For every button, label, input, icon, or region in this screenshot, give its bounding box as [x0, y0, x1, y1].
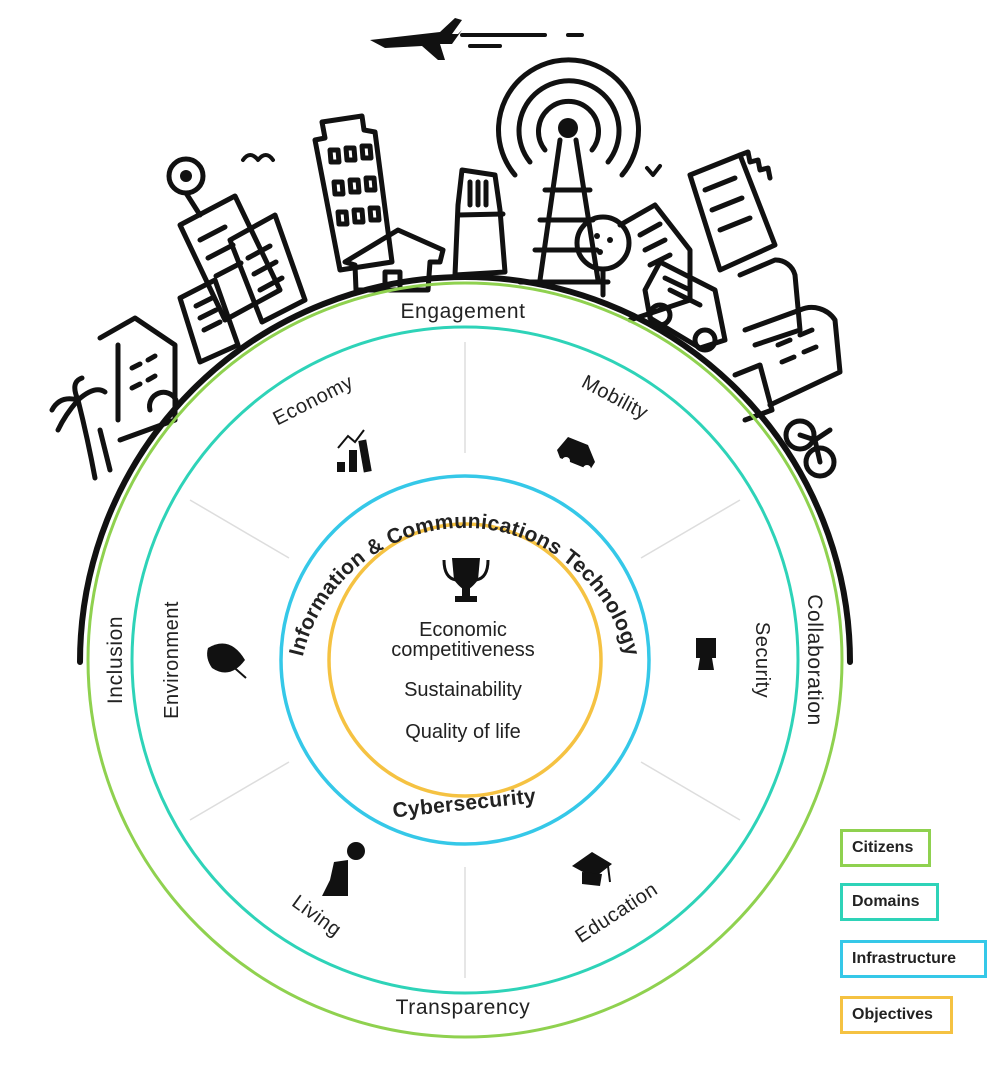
city-skyline-illustration [49, 18, 853, 665]
legend-objectives: Objectives [840, 996, 953, 1034]
objective-quality-of-life-label: Quality of life [405, 721, 521, 743]
house-icon [342, 227, 446, 293]
domain-mobility-label: Mobility [578, 371, 652, 424]
building-icon [732, 304, 843, 423]
objective-economic-label: Economic [419, 619, 507, 641]
building-icon [617, 149, 803, 348]
domain-dividers [189, 342, 741, 978]
radio-tower-icon [496, 57, 641, 285]
legend-citizens: Citizens [840, 829, 931, 867]
trophy-icon [442, 558, 490, 602]
cctv-camera-icon [696, 638, 716, 670]
bar-chart-growth-icon [337, 429, 372, 473]
building-icon [97, 315, 179, 443]
building-icon [452, 167, 508, 278]
building-icon [312, 113, 395, 273]
citizens-collaboration-label: Collaboration [803, 594, 826, 726]
bird-icon [241, 153, 275, 162]
ground-arc [77, 274, 853, 665]
citizens-engagement-label: Engagement [400, 300, 525, 323]
domain-living-label: Living [288, 891, 346, 941]
domain-environment-label: Environment [161, 601, 183, 719]
citizens-inclusion-label: Inclusion [104, 616, 127, 704]
citizens-transparency-label: Transparency [396, 996, 531, 1019]
infrastructure-cybersecurity-label: Cybersecurity [392, 785, 538, 823]
infrastructure-ring [279, 474, 651, 846]
bird-icon [645, 164, 662, 177]
citizens-ring [86, 281, 844, 1039]
graduation-cap-icon [572, 852, 612, 886]
building-icon [166, 156, 308, 365]
domain-security-label: Security [751, 622, 773, 698]
bus-icon [642, 259, 728, 353]
car-icon [557, 437, 595, 473]
objective-competitiveness-label: competitiveness [391, 639, 534, 661]
tree-icon [574, 214, 632, 298]
objective-sustainability-label: Sustainability [404, 679, 522, 701]
airplane-icon [370, 18, 584, 60]
person-icon [322, 842, 365, 896]
bicycle-icon [783, 418, 837, 479]
domains-ring [130, 325, 800, 995]
legend-domains: Domains [840, 883, 939, 921]
leaf-icon [207, 643, 247, 679]
palm-tree-icon [49, 375, 113, 481]
objectives-ring [327, 522, 603, 798]
legend-infrastructure: Infrastructure [840, 940, 987, 978]
